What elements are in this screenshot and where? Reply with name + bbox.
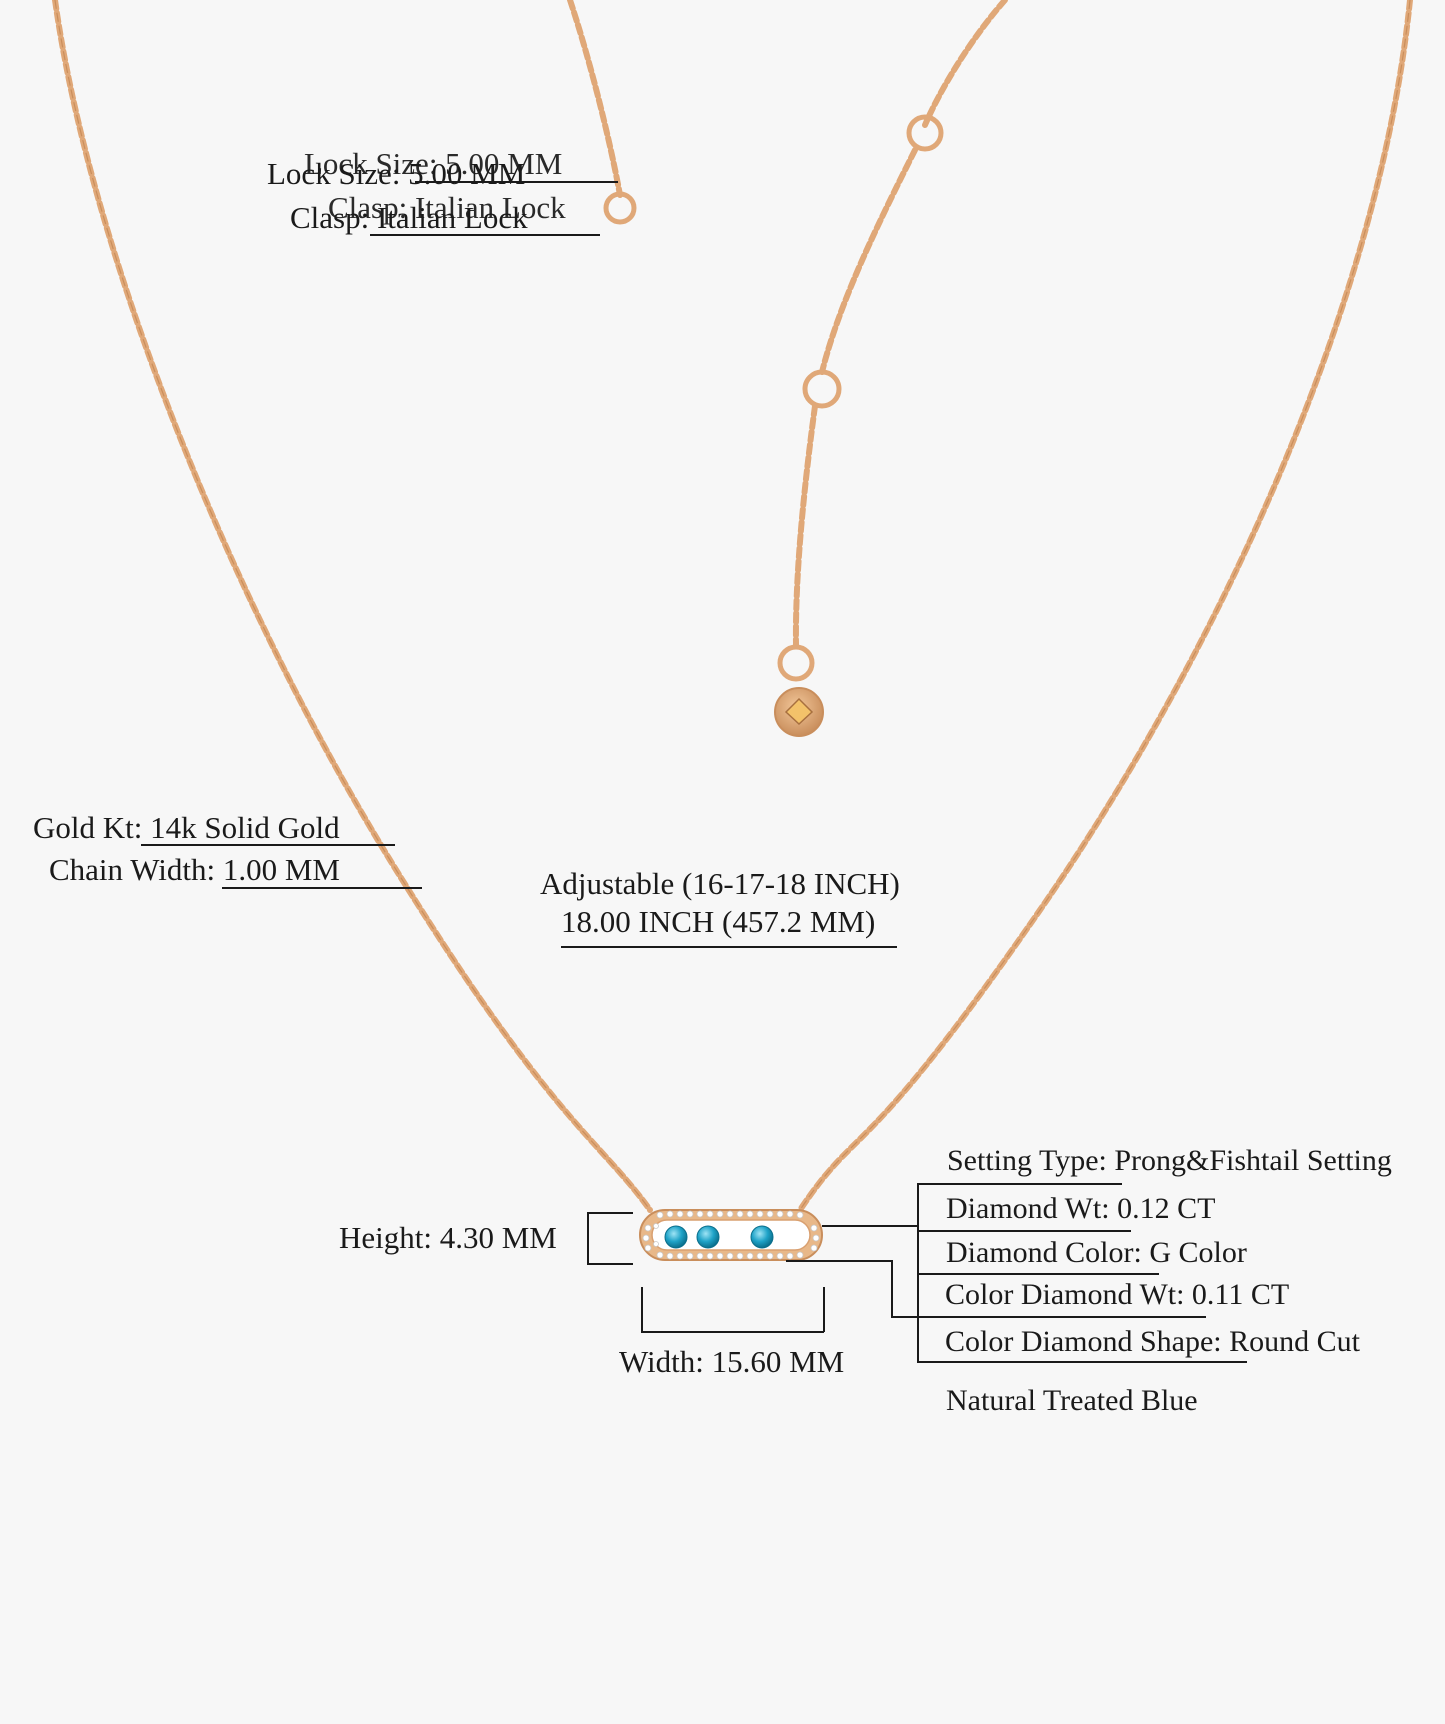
extension-chain-mid <box>819 147 918 375</box>
color-diamond-wt-label: Color Diamond Wt: 0.11 CT <box>945 1278 1290 1311</box>
chain-width-label: Chain Width: 1.00 MM <box>49 852 340 887</box>
lock-size-label-ghost: Lock Size: 5.00 MM <box>304 146 563 181</box>
gold-kt-underline <box>141 844 395 846</box>
height-label: Height: 4.30 MM <box>339 1220 557 1255</box>
extension-ring-3 <box>777 644 815 682</box>
lock-size-underline <box>415 181 618 183</box>
color-diamond-wt-underline <box>917 1316 1205 1318</box>
diamond-color-underline <box>917 1273 1159 1275</box>
callout-spine <box>917 1183 919 1361</box>
blue-stone-1 <box>664 1225 688 1249</box>
width-bracket <box>641 1331 824 1333</box>
clasp-underline <box>370 234 600 236</box>
color-diamond-shape-underline <box>917 1361 1247 1363</box>
color-diamond-shape-label: Color Diamond Shape: Round Cut <box>945 1325 1360 1358</box>
diamond-wt-label: Diamond Wt: 0.12 CT <box>946 1192 1216 1225</box>
diamond-color-label: Diamond Color: G Color <box>946 1236 1247 1269</box>
length-label: 18.00 INCH (457.2 MM) <box>561 904 876 939</box>
extension-ring-1 <box>906 114 944 152</box>
clasp-label-ghost: Clasp: Italian Lock <box>328 190 566 225</box>
extension-chain-lower <box>792 403 818 648</box>
lock-size-label: Lock Size: 5.00 MM <box>267 156 526 191</box>
chain-width-underline <box>222 887 422 889</box>
stone-callout-line <box>786 1260 892 1262</box>
stone-callout-drop <box>891 1260 893 1317</box>
extension-chain-upper <box>922 0 1008 128</box>
clasp-label: Clasp: Italian Lock <box>290 200 528 235</box>
gold-kt-label: Gold Kt: 14k Solid Gold <box>33 810 340 845</box>
height-bottom-tick <box>587 1263 633 1265</box>
blue-stone-3 <box>750 1225 774 1249</box>
chain-to-clasp <box>567 0 623 198</box>
diamond-callout-line <box>822 1225 918 1227</box>
length-underline <box>561 946 897 948</box>
extension-ring-2 <box>802 369 842 409</box>
width-right-tick <box>823 1287 825 1332</box>
setting-type-label: Setting Type: Prong&Fishtail Setting <box>947 1144 1392 1177</box>
natural-treated-label: Natural Treated Blue <box>946 1384 1198 1417</box>
width-label: Width: 15.60 MM <box>619 1344 845 1379</box>
adjustable-label: Adjustable (16-17-18 INCH) <box>540 866 900 901</box>
width-left-tick <box>641 1287 643 1332</box>
blue-stone-2 <box>696 1225 720 1249</box>
setting-type-underline <box>917 1183 1122 1185</box>
clasp-ring <box>603 191 637 225</box>
chain-right <box>797 0 1413 1213</box>
pendant-bar <box>639 1209 823 1261</box>
height-top-tick <box>587 1212 633 1214</box>
height-bracket <box>587 1212 589 1264</box>
diamond-wt-underline <box>917 1230 1131 1232</box>
